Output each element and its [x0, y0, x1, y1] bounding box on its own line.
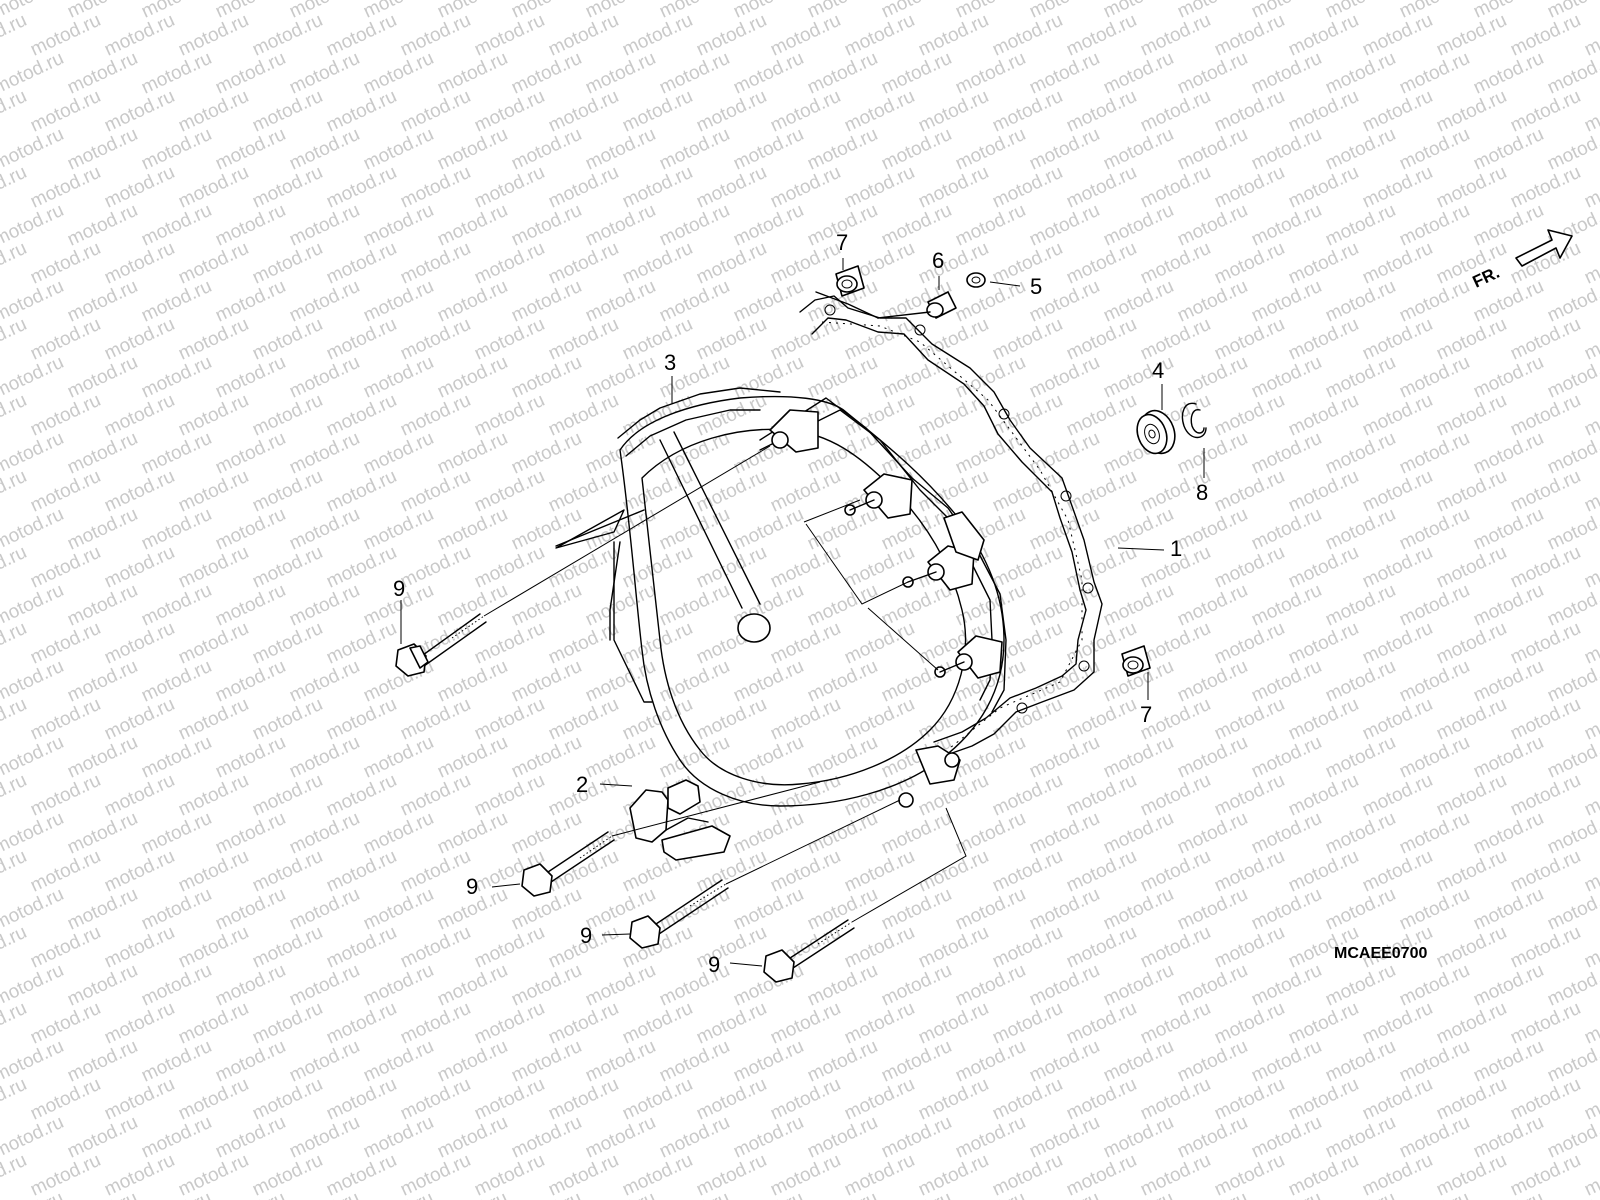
callout-1: 1: [1170, 536, 1182, 561]
dowel-pin-lower: [1121, 645, 1151, 677]
direction-label: FR.: [1470, 263, 1503, 292]
callout-6: 6: [932, 248, 944, 273]
bolt-lower-middle: [629, 879, 729, 949]
bolt-upper-left: [395, 613, 487, 677]
o-ring-part: [966, 272, 986, 288]
callout-2: 2: [576, 772, 588, 797]
bracket-part: [629, 779, 731, 861]
clutch-cover: [617, 387, 1007, 808]
callout-5: 5: [1030, 274, 1042, 299]
leader-lines: [400, 258, 1205, 967]
callout-8: 8: [1196, 480, 1208, 505]
bolt-lower-right: [763, 919, 855, 983]
diagram-code: MCAEE0700: [1334, 945, 1427, 962]
assembly-guide-lines: [483, 291, 967, 923]
bearing-part: [1136, 409, 1176, 455]
callout-labels: 7 6 5 3 4 8 1 9 7 2 9 9 9: [393, 230, 1208, 977]
callout-9-upper: 9: [393, 576, 405, 601]
bolt-middle-left: [521, 831, 615, 897]
snap-ring-part: [1181, 402, 1207, 439]
callout-9-bottom: 9: [708, 952, 720, 977]
dowel-pin-upper: [835, 265, 865, 297]
collar-part: [926, 291, 957, 319]
callout-9-lower: 9: [580, 923, 592, 948]
callout-7-top: 7: [836, 230, 848, 255]
callout-3: 3: [664, 350, 676, 375]
callout-9-middle: 9: [466, 874, 478, 899]
front-direction-indicator: FR.: [1470, 229, 1573, 292]
callout-7-lower: 7: [1140, 702, 1152, 727]
callout-4: 4: [1152, 358, 1164, 383]
